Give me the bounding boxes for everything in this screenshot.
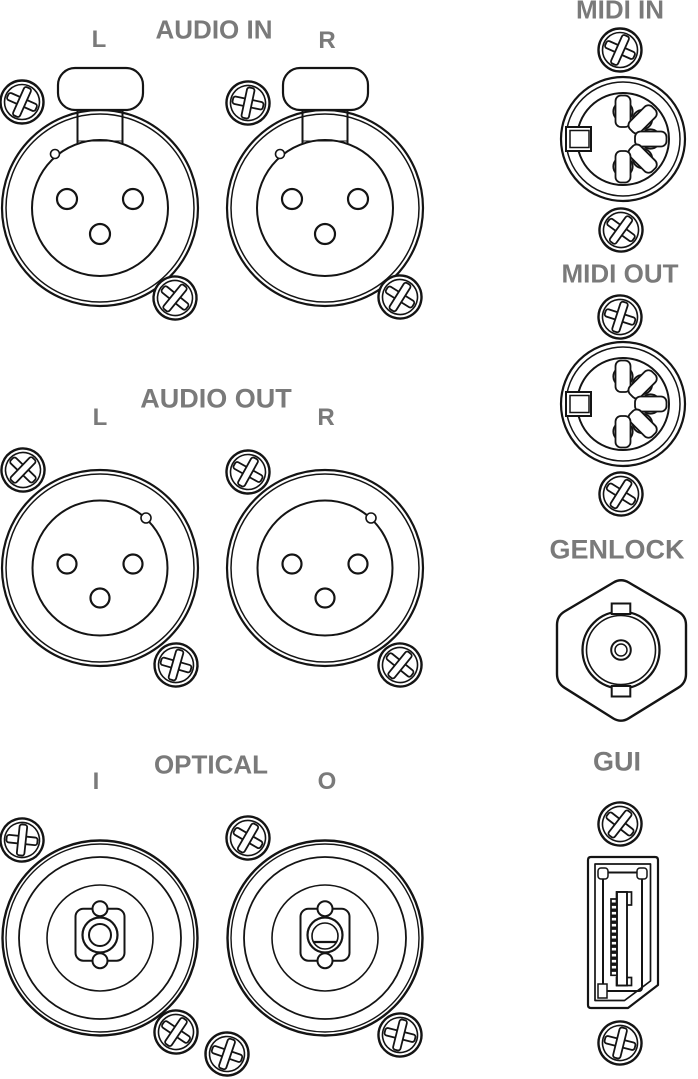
phillips-screw-icon — [593, 1016, 647, 1070]
phillips-screw-icon — [223, 447, 273, 497]
optical-title: OPTICAL — [153, 749, 269, 780]
audio-out-left-xlr-connector — [0, 468, 200, 668]
optical-out-toslink-connector — [226, 839, 424, 1037]
gui-title: GUI — [592, 746, 642, 777]
audio-out-right-label: R — [317, 404, 335, 431]
phillips-screw-icon — [592, 796, 648, 852]
phillips-screw-icon — [595, 292, 645, 342]
phillips-screw-icon — [221, 76, 275, 130]
phillips-screw-icon — [597, 27, 643, 73]
phillips-screw-icon — [223, 813, 273, 863]
optical-in-toslink-connector — [1, 839, 199, 1037]
midi-in-din-connector — [561, 77, 685, 201]
audio-out-title: AUDIO OUT — [140, 383, 292, 414]
audio-out-right-xlr-connector — [225, 468, 425, 668]
optical-in-label: I — [92, 768, 100, 795]
genlock-bnc-connector — [555, 579, 688, 722]
phillips-screw-icon — [202, 1029, 252, 1079]
phillips-screw-icon — [594, 203, 648, 257]
optical-in-toslink-center — [81, 916, 119, 954]
midi-in-title: MIDI IN — [575, 0, 665, 25]
phillips-screw-icon — [150, 639, 202, 691]
gui-port-connector — [586, 855, 660, 1010]
audio-out-left-label: L — [92, 404, 108, 431]
optical-out-label: O — [317, 768, 337, 795]
audio-in-left-label: L — [91, 26, 107, 53]
audio-in-right-label: R — [318, 27, 336, 54]
genlock-title: GENLOCK — [549, 534, 685, 565]
midi-out-din-connector — [561, 342, 685, 466]
phillips-screw-icon — [0, 79, 45, 125]
midi-out-title: MIDI OUT — [561, 258, 679, 289]
optical-out-toslink-center — [306, 916, 344, 954]
audio-in-title: AUDIO IN — [155, 14, 273, 45]
phillips-screw-icon — [595, 468, 647, 520]
